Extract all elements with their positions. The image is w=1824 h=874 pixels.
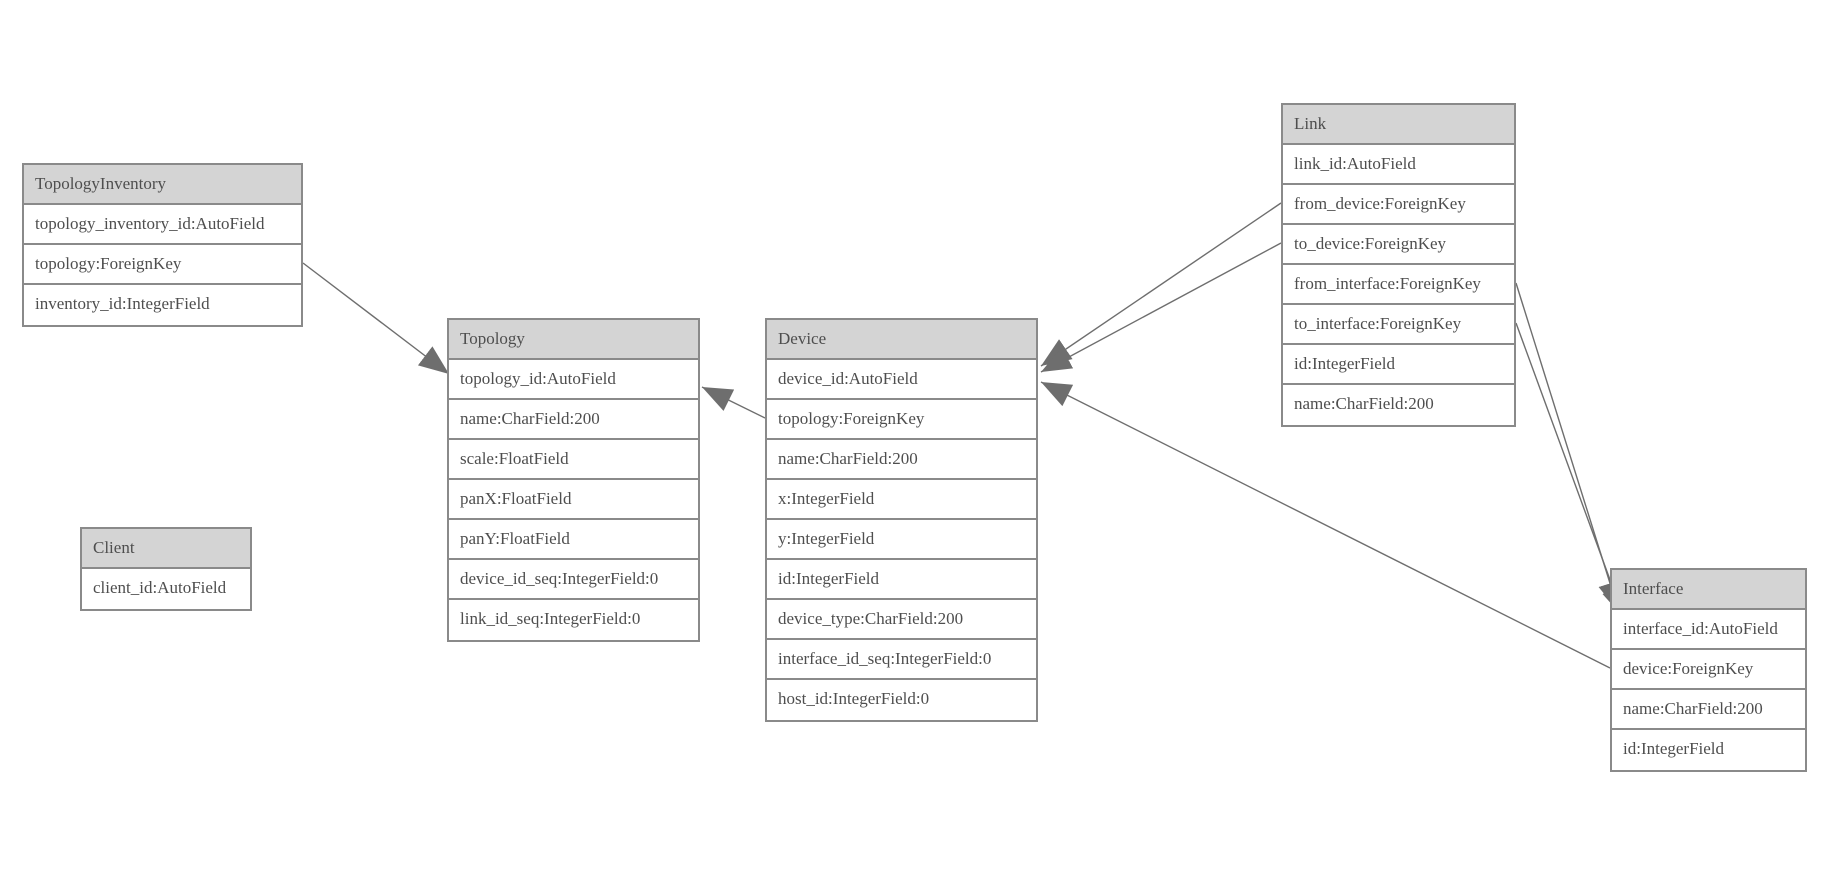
relation-link-todevice-device (1040, 242, 1282, 373)
entity-topology: Topology topology_id:AutoField name:Char… (447, 318, 700, 642)
entity-client-title: Client (82, 529, 250, 569)
field-link-from-device: from_device:ForeignKey (1283, 185, 1514, 225)
field-link-name: name:CharField:200 (1283, 385, 1514, 425)
field-link-to-interface: to_interface:ForeignKey (1283, 305, 1514, 345)
field-topology-pany: panY:FloatField (449, 520, 698, 560)
relation-interface-device (1040, 381, 1611, 669)
field-topology-name: name:CharField:200 (449, 400, 698, 440)
field-interface-id: interface_id:AutoField (1612, 610, 1805, 650)
entity-interface-title: Interface (1612, 570, 1805, 610)
entity-link: Link link_id:AutoField from_device:Forei… (1281, 103, 1516, 427)
field-link-id-integer: id:IntegerField (1283, 345, 1514, 385)
field-device-type: device_type:CharField:200 (767, 600, 1036, 640)
field-device-id-integer: id:IntegerField (767, 560, 1036, 600)
entity-topologyinventory-title: TopologyInventory (24, 165, 301, 205)
field-device-x: x:IntegerField (767, 480, 1036, 520)
field-topology-scale: scale:FloatField (449, 440, 698, 480)
field-topologyinventory-topology: topology:ForeignKey (24, 245, 301, 285)
field-inventory-id: inventory_id:IntegerField (24, 285, 301, 325)
entity-link-title: Link (1283, 105, 1514, 145)
field-client-id: client_id:AutoField (82, 569, 250, 609)
field-topology-device-id-seq: device_id_seq:IntegerField:0 (449, 560, 698, 600)
field-interface-id-integer: id:IntegerField (1612, 730, 1805, 770)
relation-link-fromdevice-device (1040, 202, 1282, 367)
entity-device-title: Device (767, 320, 1036, 360)
field-topology-inventory-id: topology_inventory_id:AutoField (24, 205, 301, 245)
field-link-to-device: to_device:ForeignKey (1283, 225, 1514, 265)
entity-device: Device device_id:AutoField topology:Fore… (765, 318, 1038, 722)
field-topology-panx: panX:FloatField (449, 480, 698, 520)
entity-topologyinventory: TopologyInventory topology_inventory_id:… (22, 163, 303, 327)
relation-topologyinventory-topology (302, 262, 450, 375)
relation-device-topology (701, 386, 766, 419)
field-link-from-interface: from_interface:ForeignKey (1283, 265, 1514, 305)
field-device-name: name:CharField:200 (767, 440, 1036, 480)
field-device-y: y:IntegerField (767, 520, 1036, 560)
field-link-id: link_id:AutoField (1283, 145, 1514, 185)
relation-link-tointerface-interface (1515, 322, 1625, 619)
entity-client: Client client_id:AutoField (80, 527, 252, 611)
field-topology-id: topology_id:AutoField (449, 360, 698, 400)
field-interface-device: device:ForeignKey (1612, 650, 1805, 690)
field-topology-link-id-seq: link_id_seq:IntegerField:0 (449, 600, 698, 640)
entity-topology-title: Topology (449, 320, 698, 360)
field-device-interface-id-seq: interface_id_seq:IntegerField:0 (767, 640, 1036, 680)
field-device-topology: topology:ForeignKey (767, 400, 1036, 440)
field-device-id: device_id:AutoField (767, 360, 1036, 400)
field-interface-name: name:CharField:200 (1612, 690, 1805, 730)
entity-interface: Interface interface_id:AutoField device:… (1610, 568, 1807, 772)
field-device-host-id: host_id:IntegerField:0 (767, 680, 1036, 720)
